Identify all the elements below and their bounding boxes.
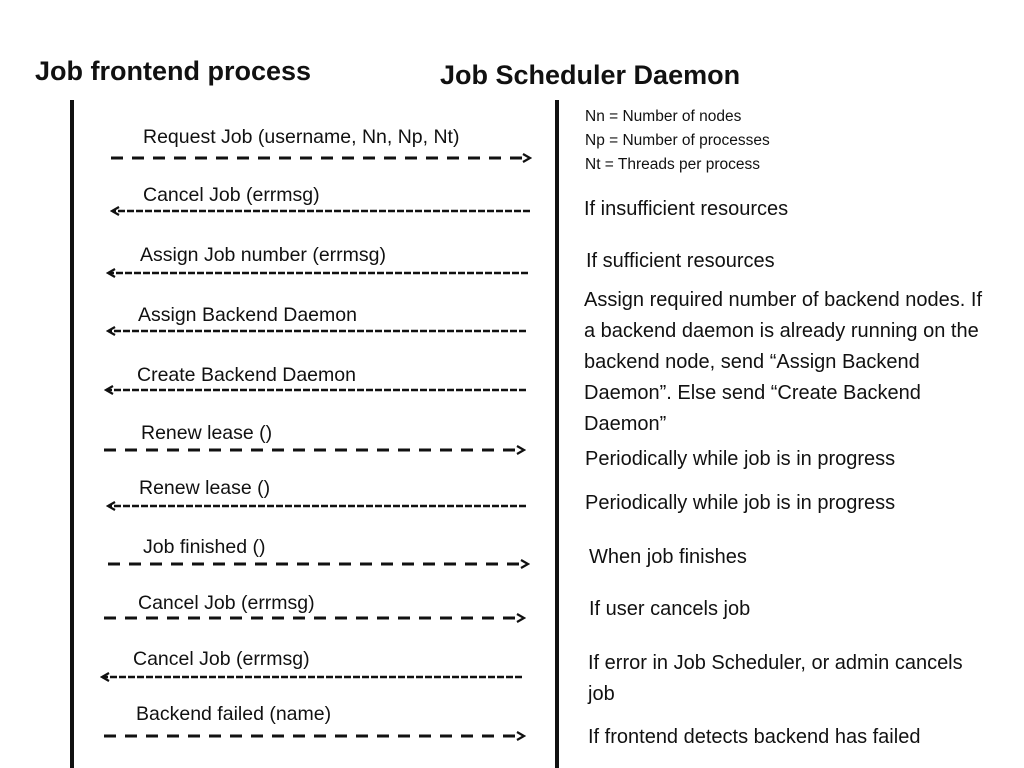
parameter-legend: Nn = Number of nodes Np = Number of proc… [585,105,845,177]
message-label-assign-job-number: Assign Job number (errmsg) [140,244,386,266]
note-job-finishes: When job finishes [589,546,747,568]
message-label-backend-failed: Backend failed (name) [136,703,332,725]
message-label-cancel-job: Cancel Job (errmsg) [138,592,315,614]
scheduler-daemon-title: Job Scheduler Daemon [440,60,741,90]
message-label-request-job: Request Job (username, Nn, Np, Nt) [143,126,460,148]
note-user-cancels: If user cancels job [589,598,751,620]
note-error-or-admin-cancel: If error in Job Scheduler, or admin canc… [588,652,963,705]
message-label-cancel-job: Cancel Job (errmsg) [143,184,320,206]
message-label-cancel-job: Cancel Job (errmsg) [133,648,310,670]
note-assign-backend-nodes: Assign required number of backend nodes.… [584,289,983,435]
legend-item-np: Np = Number of processes [585,132,770,149]
frontend-process-title: Job frontend process [35,56,312,86]
note-periodic-renewal: Periodically while job is in progress [585,448,896,470]
legend-item-nt: Nt = Threads per process [585,156,761,173]
note-insufficient-resources: If insufficient resources [584,198,789,220]
message-label-renew-lease: Renew lease () [139,477,271,499]
message-label-job-finished: Job finished () [143,536,266,558]
note-sufficient-resources: If sufficient resources [586,250,775,272]
note-backend-failed: If frontend detects backend has failed [588,726,921,748]
legend-item-nn: Nn = Number of nodes [585,108,742,125]
message-label-renew-lease: Renew lease () [141,422,273,444]
message-label-create-backend-daemon: Create Backend Daemon [137,364,356,386]
note-periodic-renewal: Periodically while job is in progress [585,492,896,514]
message-label-assign-backend-daemon: Assign Backend Daemon [138,304,357,326]
